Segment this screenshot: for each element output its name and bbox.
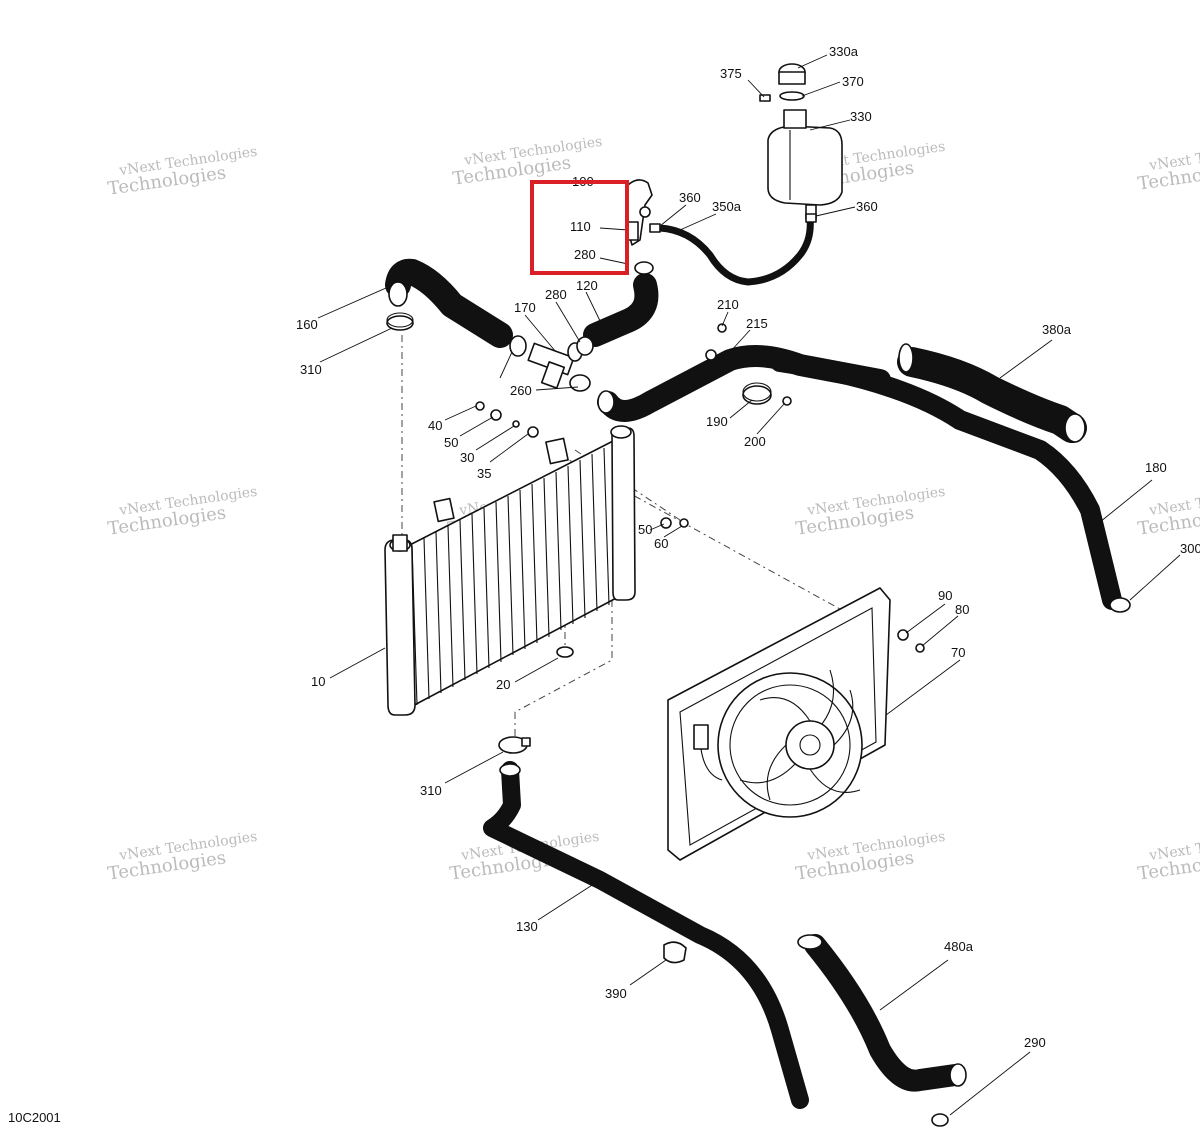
callout-310: 310 <box>300 362 322 377</box>
hose-180 <box>770 352 1122 610</box>
callout-330a: 330a <box>829 44 859 59</box>
clamp-300 <box>1109 597 1131 613</box>
highlight-box <box>530 180 629 275</box>
callout-375: 375 <box>720 66 742 81</box>
expansion-tank <box>759 63 843 220</box>
leader-lines <box>317 54 1181 1116</box>
clamp-190 <box>742 382 772 405</box>
clamp-290 <box>931 1113 949 1127</box>
callout-260: 260 <box>510 383 532 398</box>
callout-30: 30 <box>460 450 474 465</box>
callout-190: 190 <box>706 414 728 429</box>
fan-assembly <box>667 587 891 861</box>
hose-130 <box>483 761 809 1109</box>
callout-215: 215 <box>746 316 768 331</box>
callout-130: 130 <box>516 919 538 934</box>
clamp-390 <box>663 941 687 964</box>
callout-170: 170 <box>514 300 536 315</box>
clamp-310-top <box>386 312 414 331</box>
callout-300: 300 <box>1180 541 1200 556</box>
callout-380a: 380a <box>1042 322 1072 337</box>
clamp-310-bottom <box>498 736 531 754</box>
callout-70: 70 <box>951 645 965 660</box>
callout-210: 210 <box>717 297 739 312</box>
callout-370: 370 <box>842 74 864 89</box>
callout-350a: 350a <box>712 199 742 214</box>
callout-180: 180 <box>1145 460 1167 475</box>
hose-480a <box>797 934 967 1092</box>
callout-160: 160 <box>296 317 318 332</box>
bolts <box>475 323 925 658</box>
hose-380a <box>897 343 1087 443</box>
fitting-170 <box>509 335 594 392</box>
callout-110: 110 <box>570 219 591 234</box>
callout-10: 10 <box>311 674 325 689</box>
callout-480a: 480a <box>944 939 974 954</box>
callout-labels: 330a 375 370 330 100 360 350a 110 280 36… <box>296 44 1200 1050</box>
figure-code: 10C2001 <box>8 1110 61 1125</box>
callout-310: 310 <box>420 783 442 798</box>
clip-360 <box>649 213 817 233</box>
callout-280: 280 <box>545 287 567 302</box>
callout-120: 120 <box>576 278 598 293</box>
radiator <box>384 425 636 716</box>
callout-90: 90 <box>938 588 952 603</box>
callout-40: 40 <box>428 418 442 433</box>
callout-20: 20 <box>496 677 510 692</box>
callout-60: 60 <box>654 536 668 551</box>
hose-120 <box>583 261 659 347</box>
callout-280: 280 <box>574 247 596 262</box>
callout-290: 290 <box>1024 1035 1046 1050</box>
callout-360: 360 <box>679 190 701 205</box>
hose-350a <box>656 214 814 286</box>
callout-330: 330 <box>850 109 872 124</box>
callout-50: 50 <box>444 435 458 450</box>
callout-50: 50 <box>638 522 652 537</box>
callout-35: 35 <box>477 466 491 481</box>
thermostat-housing <box>627 179 653 246</box>
callout-80: 80 <box>955 602 969 617</box>
callout-200: 200 <box>744 434 766 449</box>
hose-160 <box>385 258 513 348</box>
watermark-layer: vNext Technologies Technologies vNext Te… <box>106 134 1200 885</box>
callout-390: 390 <box>605 986 627 1001</box>
callout-360: 360 <box>856 199 878 214</box>
